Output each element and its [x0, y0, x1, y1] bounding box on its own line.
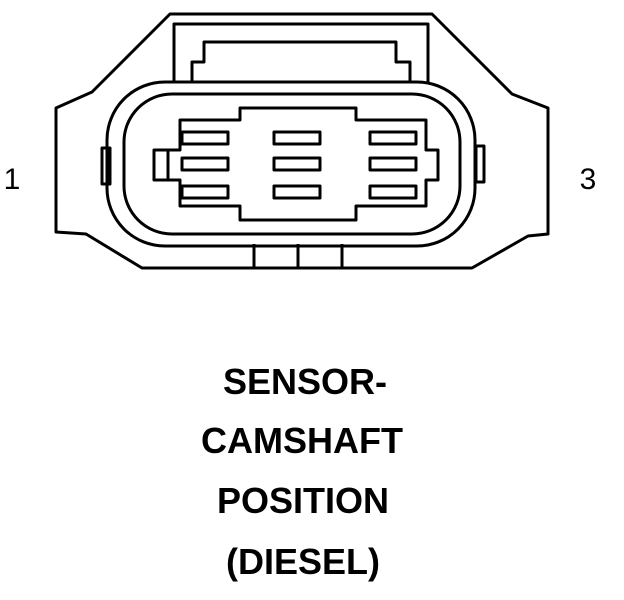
terminal-carrier: [166, 106, 440, 222]
right-side-tab: [474, 144, 486, 184]
slot-bottom-right: [368, 184, 418, 200]
slot-middle-left: [180, 156, 230, 172]
slot-middle-center: [272, 156, 322, 172]
slot-middle-right: [368, 156, 418, 172]
inner-shroud-inner: [122, 92, 462, 236]
slot-bottom-center: [272, 184, 322, 200]
connector-drawing: [54, 12, 550, 270]
left-side-tab: [100, 146, 112, 186]
terminal-slots: [180, 130, 418, 200]
caption-line-3: POSITION: [217, 480, 389, 521]
connector-caption: SENSOR- CAMSHAFT POSITION (DIESEL): [201, 361, 403, 582]
outer-housing-outline: [54, 12, 550, 270]
pin-1-label: 1: [4, 163, 21, 196]
slot-top-right: [368, 130, 418, 146]
bottom-key-block: [252, 244, 344, 268]
caption-line-2: CAMSHAFT: [201, 420, 403, 461]
pin-3-label: 3: [580, 163, 597, 196]
slot-bottom-left: [180, 184, 230, 200]
carrier-left-notch: [152, 148, 168, 182]
slot-top-left: [180, 130, 230, 146]
caption-line-1: SENSOR-: [223, 361, 387, 402]
latch-tab-outer: [172, 22, 430, 82]
slot-top-center: [272, 130, 322, 146]
latch-tab-inner: [190, 40, 412, 82]
caption-line-4: (DIESEL): [226, 541, 380, 582]
